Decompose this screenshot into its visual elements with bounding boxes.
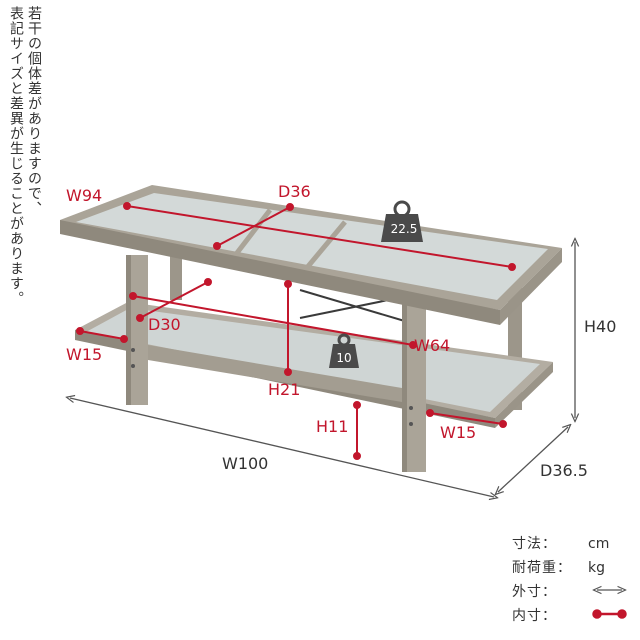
label-top-depth: D36 bbox=[278, 182, 311, 201]
weight-icon-shelf bbox=[329, 333, 359, 368]
weight-icon-top bbox=[381, 200, 423, 242]
label-shelf-load: 10 bbox=[336, 351, 352, 365]
outer-dimension-lines bbox=[70, 242, 575, 497]
legend-load-label: 耐荷重： bbox=[512, 560, 572, 576]
inner-line-icon bbox=[592, 609, 627, 619]
label-height: H40 bbox=[584, 317, 617, 336]
legend-unit-value: cm bbox=[588, 536, 610, 552]
legend-inner: 内寸： bbox=[512, 605, 588, 625]
legend-outer: 外寸： bbox=[512, 581, 588, 601]
label-shelf-depth: D30 bbox=[148, 315, 181, 334]
lower-frame bbox=[148, 345, 402, 402]
legend-inner-label: 内寸： bbox=[512, 608, 557, 624]
label-shelf-height: H21 bbox=[268, 380, 301, 399]
legend-outer-label: 外寸： bbox=[512, 584, 557, 600]
disclaimer-line-1: 若干の個体差がありますので、 bbox=[26, 6, 42, 216]
legend-load: 耐荷重： kg bbox=[512, 557, 605, 577]
legend-unit: 寸法： cm bbox=[512, 533, 609, 553]
label-floor-clearance: H11 bbox=[316, 417, 349, 436]
label-depth: D36.5 bbox=[540, 461, 588, 480]
label-side-shelf-left: W15 bbox=[66, 345, 103, 364]
disclaimer-line-2: 表記サイズと差異が生じることがあります。 bbox=[8, 6, 24, 306]
label-side-shelf-right: W15 bbox=[440, 423, 477, 442]
label-top-width: W94 bbox=[66, 186, 103, 205]
legend-unit-label: 寸法： bbox=[512, 536, 557, 552]
label-width: W100 bbox=[222, 454, 269, 473]
legend-load-value: kg bbox=[588, 560, 605, 576]
label-top-load: 22.5 bbox=[390, 222, 418, 236]
label-shelf-width: W64 bbox=[414, 336, 451, 355]
